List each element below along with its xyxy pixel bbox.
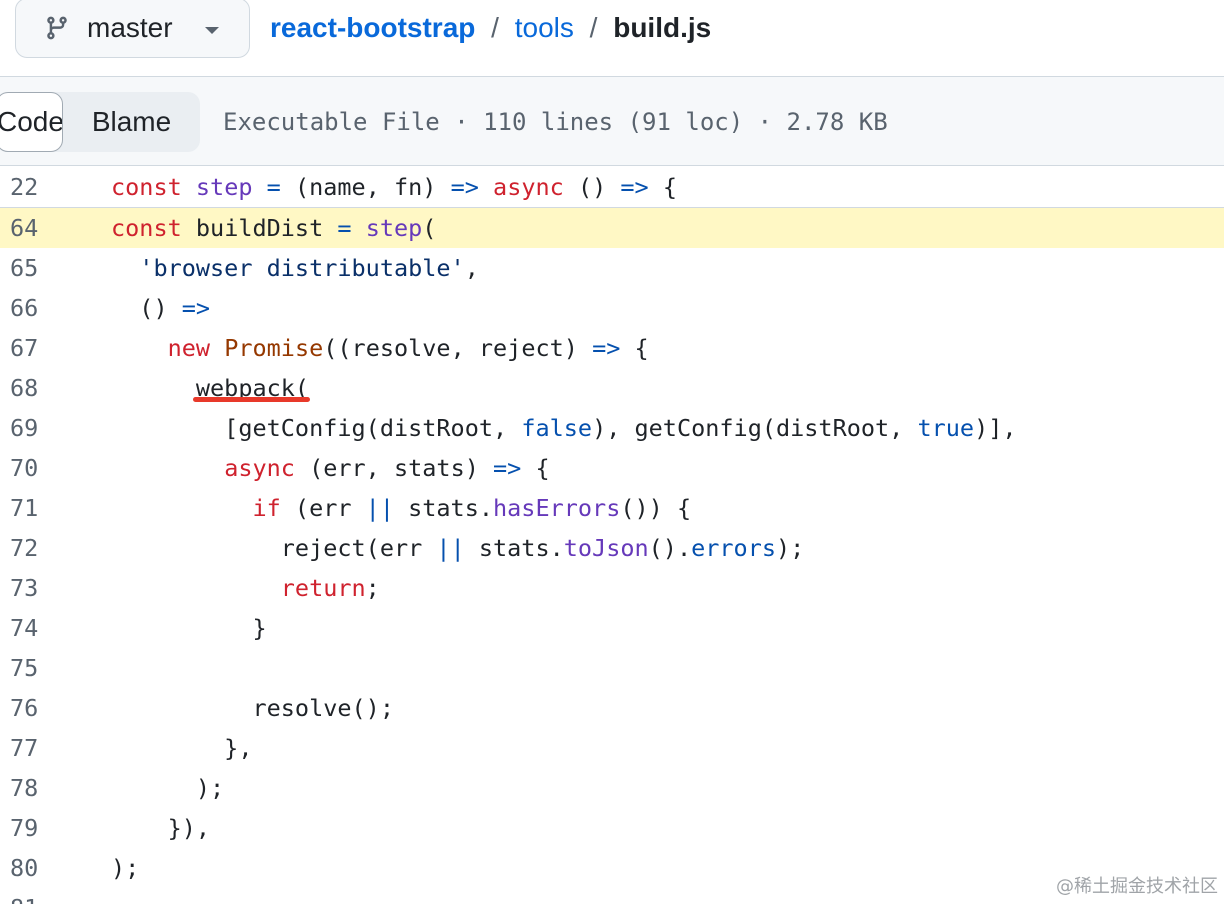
breadcrumb-current-file: build.js <box>613 12 712 43</box>
line-number[interactable]: 22 <box>10 173 39 201</box>
line-number[interactable]: 70 <box>10 454 39 482</box>
line-number[interactable]: 81 <box>10 888 70 904</box>
line-number[interactable]: 65 <box>10 254 39 282</box>
file-info: Executable File · 110 lines (91 loc) · 2… <box>223 108 888 136</box>
view-toggle: Code Blame <box>0 92 200 152</box>
code-row-highlighted: 64 const buildDist = step( <box>0 208 1224 248</box>
watermark: @稀土掘金技术社区 <box>1056 876 1218 897</box>
code-row: 72 reject(err || stats.toJson().errors); <box>0 528 1224 568</box>
code-line: if (err || stats.hasErrors()) { <box>252 494 692 522</box>
code-line: const buildDist = step( <box>111 214 437 242</box>
line-number[interactable]: 78 <box>10 774 39 802</box>
breadcrumb: react-bootstrap / tools / build.js <box>270 10 711 46</box>
code-line: webpack( <box>111 374 310 402</box>
branch-name: master <box>87 12 173 43</box>
code-row: 78 ); <box>0 768 1224 808</box>
line-number[interactable]: 66 <box>10 294 39 322</box>
code-row: 81 <box>0 888 1224 904</box>
code-row: 75 <box>0 648 1224 688</box>
code-row: 66 () => <box>0 288 1224 328</box>
code-row: 70 async (err, stats) => { <box>0 448 1224 488</box>
code-row: 79 }), <box>0 808 1224 848</box>
repo-header: master react-bootstrap / tools / build.j… <box>0 0 1224 77</box>
code-line: async (err, stats) => { <box>224 454 550 482</box>
code-view: 22 const step = (name, fn) => async () =… <box>0 166 1224 904</box>
tab-blame[interactable]: Blame <box>91 106 172 137</box>
code-line: } <box>111 614 267 642</box>
code-row: 65 'browser distributable', <box>0 248 1224 288</box>
breadcrumb-folder-link[interactable]: tools <box>514 12 574 43</box>
git-branch-icon <box>47 16 67 40</box>
code-row: 71 if (err || stats.hasErrors()) { <box>0 488 1224 528</box>
code-row: 67 new Promise((resolve, reject) => { <box>0 328 1224 368</box>
code-line: }, <box>111 734 253 762</box>
line-number[interactable]: 79 <box>10 814 39 842</box>
line-number[interactable]: 77 <box>10 734 39 762</box>
chevron-down-icon <box>205 27 219 34</box>
line-number[interactable]: 69 <box>10 414 39 442</box>
code-line: reject(err || stats.toJson().errors); <box>111 534 805 562</box>
line-number[interactable]: 74 <box>10 614 39 642</box>
code-line: [getConfig(distRoot, false), getConfig(d… <box>111 414 1017 442</box>
code-row: 74 } <box>0 608 1224 648</box>
code-row: 69 [getConfig(distRoot, false), getConfi… <box>0 408 1224 448</box>
code-row: 76 resolve(); <box>0 688 1224 728</box>
red-underline-annotation <box>193 397 310 402</box>
line-number[interactable]: 72 <box>10 534 39 562</box>
line-number[interactable]: 67 <box>10 334 39 362</box>
file-header: Code Blame Executable File · 110 lines (… <box>0 77 1224 166</box>
tab-code[interactable]: Code <box>0 92 63 152</box>
branch-selector-button[interactable]: master <box>15 0 250 58</box>
code-line: ); <box>111 774 225 802</box>
breadcrumb-separator: / <box>491 12 499 43</box>
code-line: new Promise((resolve, reject) => { <box>167 334 649 362</box>
code-line: const step = (name, fn) => async () => { <box>111 173 677 201</box>
code-line: }), <box>111 814 211 842</box>
code-row: 80 ); <box>0 848 1224 888</box>
line-number[interactable]: 75 <box>10 654 39 682</box>
code-line: return; <box>280 574 380 602</box>
code-line: 'browser distributable', <box>139 254 479 282</box>
code-row: 77 }, <box>0 728 1224 768</box>
line-number[interactable]: 76 <box>10 694 39 722</box>
breadcrumb-repo-link[interactable]: react-bootstrap <box>270 12 476 43</box>
code-row: 73 return; <box>0 568 1224 608</box>
code-row: 68 webpack( <box>0 368 1224 408</box>
line-number[interactable]: 68 <box>10 374 39 402</box>
line-number[interactable]: 64 <box>10 214 39 242</box>
line-number[interactable]: 71 <box>10 494 39 522</box>
code-line: () => <box>111 294 211 322</box>
code-line: ); <box>111 854 140 882</box>
line-number[interactable]: 73 <box>10 574 39 602</box>
sticky-scope-line[interactable]: 22 const step = (name, fn) => async () =… <box>0 166 1224 208</box>
code-line: resolve(); <box>111 694 394 722</box>
line-number[interactable]: 80 <box>10 854 39 882</box>
breadcrumb-separator: / <box>589 12 598 43</box>
